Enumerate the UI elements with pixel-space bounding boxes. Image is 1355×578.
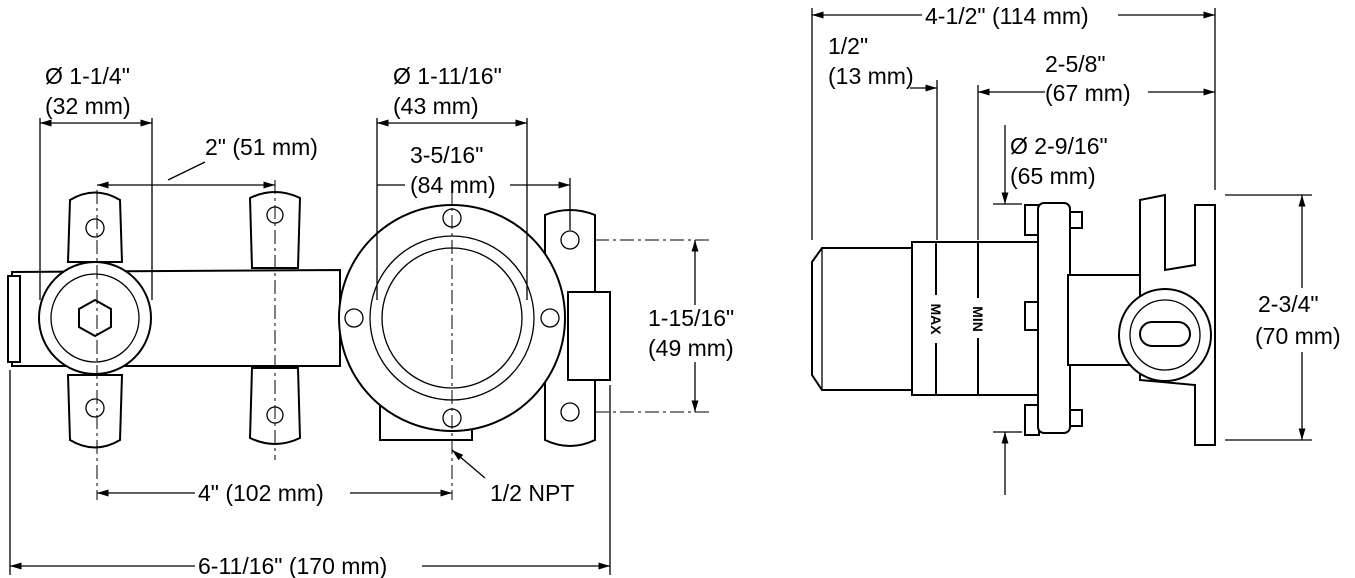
overall-width-label: 6-11/16" (170 mm) [198, 553, 387, 578]
ear-spacing-label: 2" (51 mm) [205, 134, 318, 160]
cap-offset-metric: (13 mm) [828, 63, 914, 89]
inlet-ring [38, 261, 152, 375]
mount-height-label: 1-15/16" [648, 305, 734, 331]
inlet-diameter-label: Ø 1-1/4" [45, 63, 130, 89]
mount-height-metric: (49 mm) [648, 335, 734, 361]
flange-diameter-label: Ø 2-9/16" [1010, 133, 1108, 159]
mounting-ears [66, 191, 611, 449]
pipe-end [7, 275, 21, 363]
front-view: Ø 1-1/4" (32 mm) Ø 1-11/16" (43 mm) 2" (… [7, 63, 734, 578]
outlet-port [1118, 288, 1212, 382]
outlet-label: 1/2 NPT [490, 480, 574, 506]
min-mark: MIN [970, 306, 986, 332]
handle-cap [811, 247, 913, 391]
overall-height-metric: (70 mm) [1255, 323, 1341, 349]
flange-offset-label: 3-5/16" [410, 142, 483, 168]
overall-height-label: 2-3/4" [1258, 291, 1319, 317]
flange-offset-metric: (84 mm) [410, 172, 496, 198]
bore-diameter-metric: (43 mm) [393, 93, 479, 119]
max-mark: MAX [928, 303, 944, 335]
bore-diameter-label: Ø 1-11/16" [393, 63, 502, 89]
body-depth-label: 2-5/8" [1045, 51, 1106, 77]
flange-diameter-metric: (65 mm) [1010, 163, 1096, 189]
cap-offset-label: 1/2" [828, 33, 868, 59]
side-view: MAX MIN 4-1/2" (1 [811, 3, 1341, 495]
overall-depth-label: 4-1/2" (114 mm) [925, 3, 1089, 29]
body-depth-metric: (67 mm) [1045, 80, 1131, 106]
flange [1037, 202, 1071, 434]
inlet-diameter-metric: (32 mm) [45, 93, 131, 119]
center-spacing-label: 4" (102 mm) [198, 480, 324, 506]
